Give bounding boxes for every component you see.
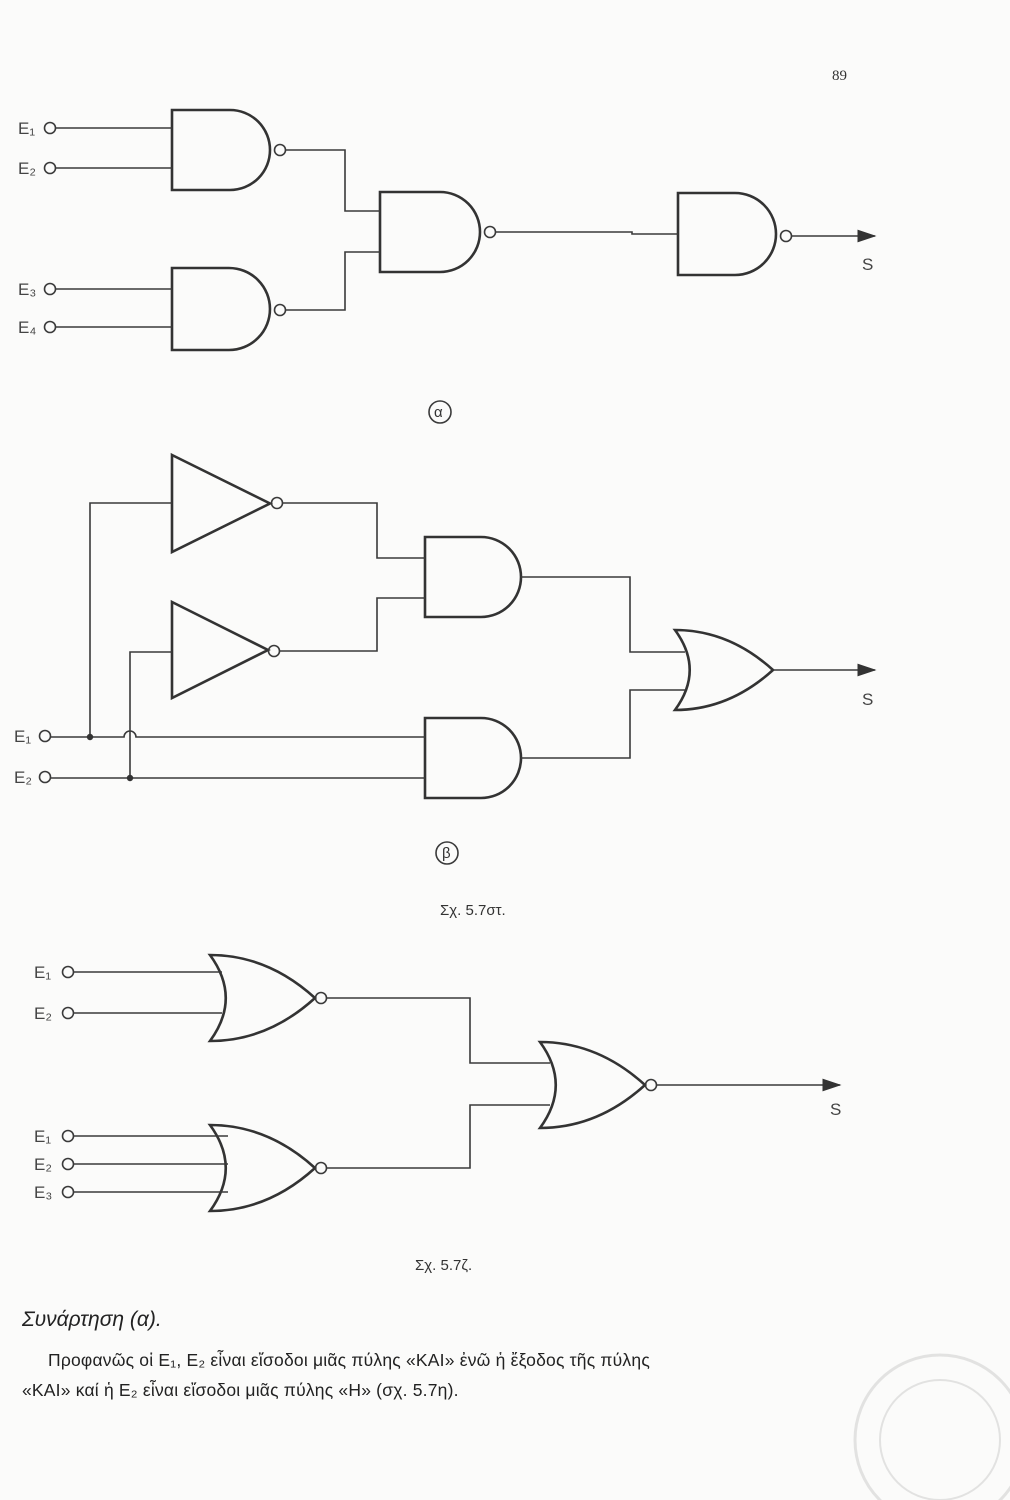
wire bbox=[521, 576, 685, 653]
wire bbox=[280, 597, 425, 652]
inverter-bubble bbox=[314, 991, 328, 1005]
input-label-e3: E₃ bbox=[34, 1183, 52, 1202]
wire bbox=[286, 149, 380, 212]
paragraph-line-2: «ΚΑΙ» καί ἡ E₂ εἶναι εἴσοδοι μιᾶς πύλης … bbox=[22, 1380, 459, 1400]
inverter-bubble bbox=[779, 229, 793, 243]
input-label-e3: E₃ bbox=[18, 280, 36, 299]
input-label-e2: E₂ bbox=[18, 159, 36, 178]
wire bbox=[129, 651, 172, 778]
input-terminal bbox=[61, 1157, 75, 1171]
figure-a: E₁ E₂ E₃ E₄ S α bbox=[18, 108, 877, 424]
wire bbox=[286, 251, 380, 311]
input-terminal bbox=[43, 282, 57, 296]
input-terminal bbox=[61, 965, 75, 979]
figure-b-label: β bbox=[442, 845, 451, 862]
or-gate bbox=[672, 628, 775, 712]
and-gate bbox=[170, 266, 272, 352]
or-gate bbox=[537, 1040, 647, 1130]
output-label-s: S bbox=[830, 1100, 841, 1119]
buffer-gate bbox=[170, 452, 273, 555]
page-number: 89 bbox=[832, 68, 847, 84]
inverter-bubble bbox=[314, 1161, 328, 1175]
buffer-gate bbox=[170, 599, 271, 701]
input-label-e2: E₂ bbox=[14, 768, 32, 787]
inverter-bubble bbox=[267, 644, 281, 658]
figure-a-label: α bbox=[434, 404, 443, 421]
figure-b: E₁ E₂ S β Σχ. 5.7στ. bbox=[14, 452, 877, 919]
input-label-e1: E₁ bbox=[18, 119, 35, 138]
wire bbox=[89, 502, 172, 737]
inverter-bubble bbox=[273, 303, 287, 317]
input-label-e2: E₂ bbox=[34, 1004, 52, 1023]
output-label-s: S bbox=[862, 255, 873, 274]
and-gate bbox=[676, 191, 778, 277]
input-terminal bbox=[43, 121, 57, 135]
inverter-bubble bbox=[644, 1078, 658, 1092]
inverter-bubble bbox=[483, 225, 497, 239]
figure-caption: Σχ. 5.7στ. bbox=[440, 902, 506, 919]
inverter-bubble bbox=[273, 143, 287, 157]
figure-label-circle bbox=[435, 841, 459, 865]
wire bbox=[283, 502, 425, 559]
or-gate bbox=[207, 1123, 317, 1213]
input-terminal bbox=[43, 320, 57, 334]
library-stamp bbox=[853, 1353, 1010, 1500]
figure-c: E₁ E₂ E₁ E₂ E₃ S Σχ. 5.7ζ. bbox=[34, 953, 842, 1274]
and-gate bbox=[170, 108, 272, 192]
input-terminal bbox=[38, 770, 52, 784]
paragraph-line-1: Προφανῶς οἱ E₁, E₂ εἶναι εἴσοδοι μιᾶς πύ… bbox=[48, 1350, 650, 1370]
input-terminal bbox=[61, 1006, 75, 1020]
figure-caption: Σχ. 5.7ζ. bbox=[415, 1257, 472, 1274]
input-terminal bbox=[61, 1129, 75, 1143]
input-label-e2: E₂ bbox=[34, 1155, 52, 1174]
wire bbox=[521, 689, 685, 759]
wire bbox=[327, 997, 550, 1064]
wire bbox=[496, 231, 678, 235]
input-label-e1: E₁ bbox=[14, 727, 31, 746]
figure-label-circle bbox=[428, 400, 452, 424]
wire bbox=[327, 1104, 550, 1169]
output-label-s: S bbox=[862, 690, 873, 709]
and-gate bbox=[423, 535, 523, 619]
input-label-e1: E₁ bbox=[34, 1127, 51, 1146]
and-gate bbox=[423, 716, 523, 800]
input-terminal bbox=[61, 1185, 75, 1199]
input-terminal bbox=[38, 729, 52, 743]
input-label-e1: E₁ bbox=[34, 963, 51, 982]
or-gate bbox=[207, 953, 317, 1043]
and-gate bbox=[378, 190, 482, 274]
wire bbox=[51, 730, 425, 738]
input-terminal bbox=[43, 161, 57, 175]
section-heading: Συνάρτηση (α). bbox=[22, 1308, 162, 1331]
input-label-e4: E₄ bbox=[18, 318, 36, 337]
inverter-bubble bbox=[270, 496, 284, 510]
junction-dot bbox=[86, 733, 94, 741]
junction-dot bbox=[126, 774, 134, 782]
